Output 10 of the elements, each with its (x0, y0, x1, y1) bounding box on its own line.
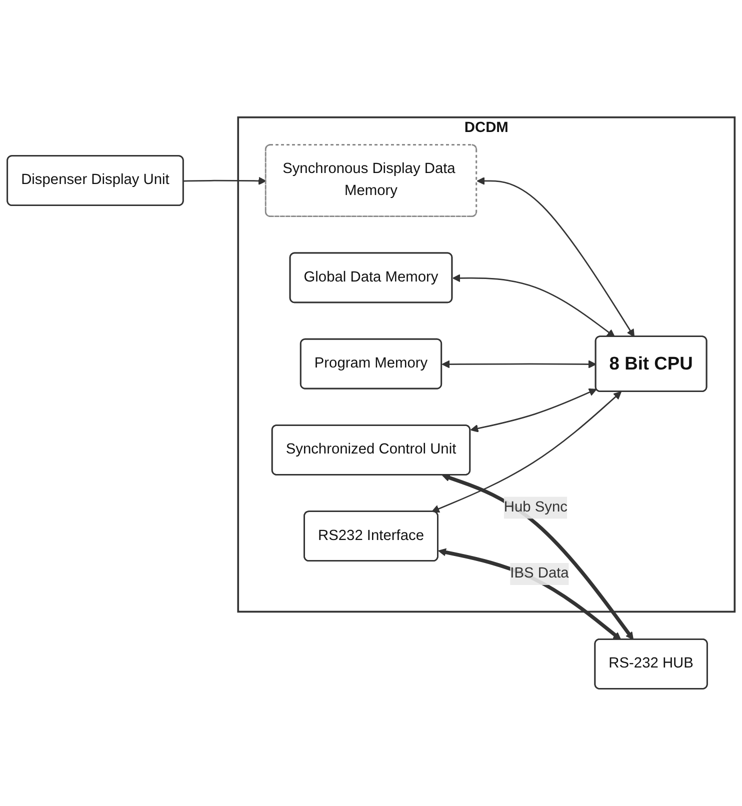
arrow (476, 176, 635, 338)
arrow (442, 474, 634, 640)
arrow (452, 274, 616, 338)
arrow (438, 548, 622, 640)
arrow (470, 388, 597, 432)
edge-label: IBS Data (510, 566, 569, 582)
arrow (442, 360, 596, 368)
arrow (184, 176, 266, 185)
edge-label: Hub Sync (504, 499, 568, 516)
arrow (432, 391, 622, 513)
